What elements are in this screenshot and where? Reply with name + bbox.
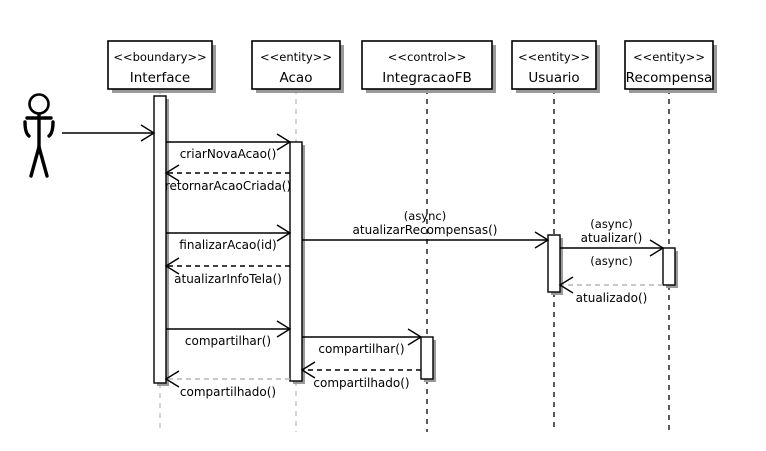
lifeline-header-group: <<boundary>> Interface <<entity>> Acao <<con… (107, 40, 717, 93)
arrowhead-m4 (534, 231, 550, 249)
lifeline-name-recompensa: Recompensa (626, 70, 713, 86)
message-label-m5: atualizar() (581, 231, 643, 245)
lifeline-box-acao[interactable] (251, 40, 341, 90)
activation-bar-acao (289, 141, 303, 382)
actor-right-arm-icon (47, 120, 55, 138)
activation-bar-recompensa (662, 247, 676, 286)
arrowhead-m7 (558, 276, 574, 294)
activation-bar-group (153, 95, 678, 386)
message-label-m6: atualizarInfoTela() (174, 272, 282, 286)
message-note-m7: (async) (590, 254, 632, 268)
arrowhead-m10 (300, 361, 316, 379)
message-label-m8: compartilhar() (185, 334, 271, 348)
arrowhead-m3 (276, 224, 292, 242)
arrowhead-m2 (164, 164, 180, 182)
message-label-m3: finalizarAcao(id) (179, 238, 276, 252)
actor-left-arm-icon (23, 120, 31, 138)
lifeline-name-interface: Interface (130, 70, 190, 86)
activation-bar-interface (153, 95, 167, 384)
arrowhead-m11 (164, 370, 180, 388)
arrowhead-m5 (649, 239, 665, 257)
lifeline-name-acao: Acao (280, 70, 313, 86)
message-group: criarNovaAcao() retornarAcaoCriada() final… (62, 124, 665, 399)
activation-bar-usuario (547, 234, 561, 293)
actor-right-leg-icon (37, 145, 49, 178)
arrowhead-m1 (276, 133, 292, 151)
lifeline-stereotype-integracaofb: <<control>> (388, 50, 466, 64)
lifeline-stereotype-usuario: <<entity>> (518, 50, 590, 64)
message-label-m9: compartilhar() (318, 342, 404, 356)
lifeline-name-usuario: Usuario (528, 70, 579, 86)
arrowhead-m6 (164, 257, 180, 275)
arrowhead-m9 (407, 328, 423, 346)
activation-bar-integracaofb (420, 336, 434, 380)
actor-head-icon (28, 93, 50, 115)
arrowhead-m8 (276, 320, 292, 338)
lifeline-box-recompensa[interactable] (624, 40, 714, 90)
lifeline-name-integracaofb: IntegracaoFB (382, 70, 472, 86)
lifeline-stereotype-acao: <<entity>> (260, 50, 332, 64)
lifeline-stereotype-interface: <<boundary>> (113, 50, 206, 64)
actor-left-leg-icon (29, 145, 41, 178)
lifeline-stereotype-recompensa: <<entity>> (633, 50, 705, 64)
message-note-m4: (async) (404, 209, 446, 223)
lifeline-box-interface[interactable] (107, 40, 213, 90)
message-label-m10: compartilhado() (313, 376, 409, 390)
lifeline-dash-group (159, 89, 670, 432)
message-label-m2: retornarAcaoCriada() (165, 179, 291, 193)
arrowhead-m0 (140, 124, 156, 142)
lifeline-box-usuario[interactable] (511, 40, 597, 90)
message-label-m4: atualizarRecompensas() (353, 223, 498, 237)
message-label-m11: compartilhado() (180, 385, 276, 399)
message-label-m7: atualizado() (576, 291, 648, 305)
lifeline-box-integracaofb[interactable] (361, 40, 493, 90)
message-label-m1: criarNovaAcao() (180, 147, 277, 161)
message-note-m5: (async) (590, 217, 632, 231)
actor-group (23, 93, 55, 178)
